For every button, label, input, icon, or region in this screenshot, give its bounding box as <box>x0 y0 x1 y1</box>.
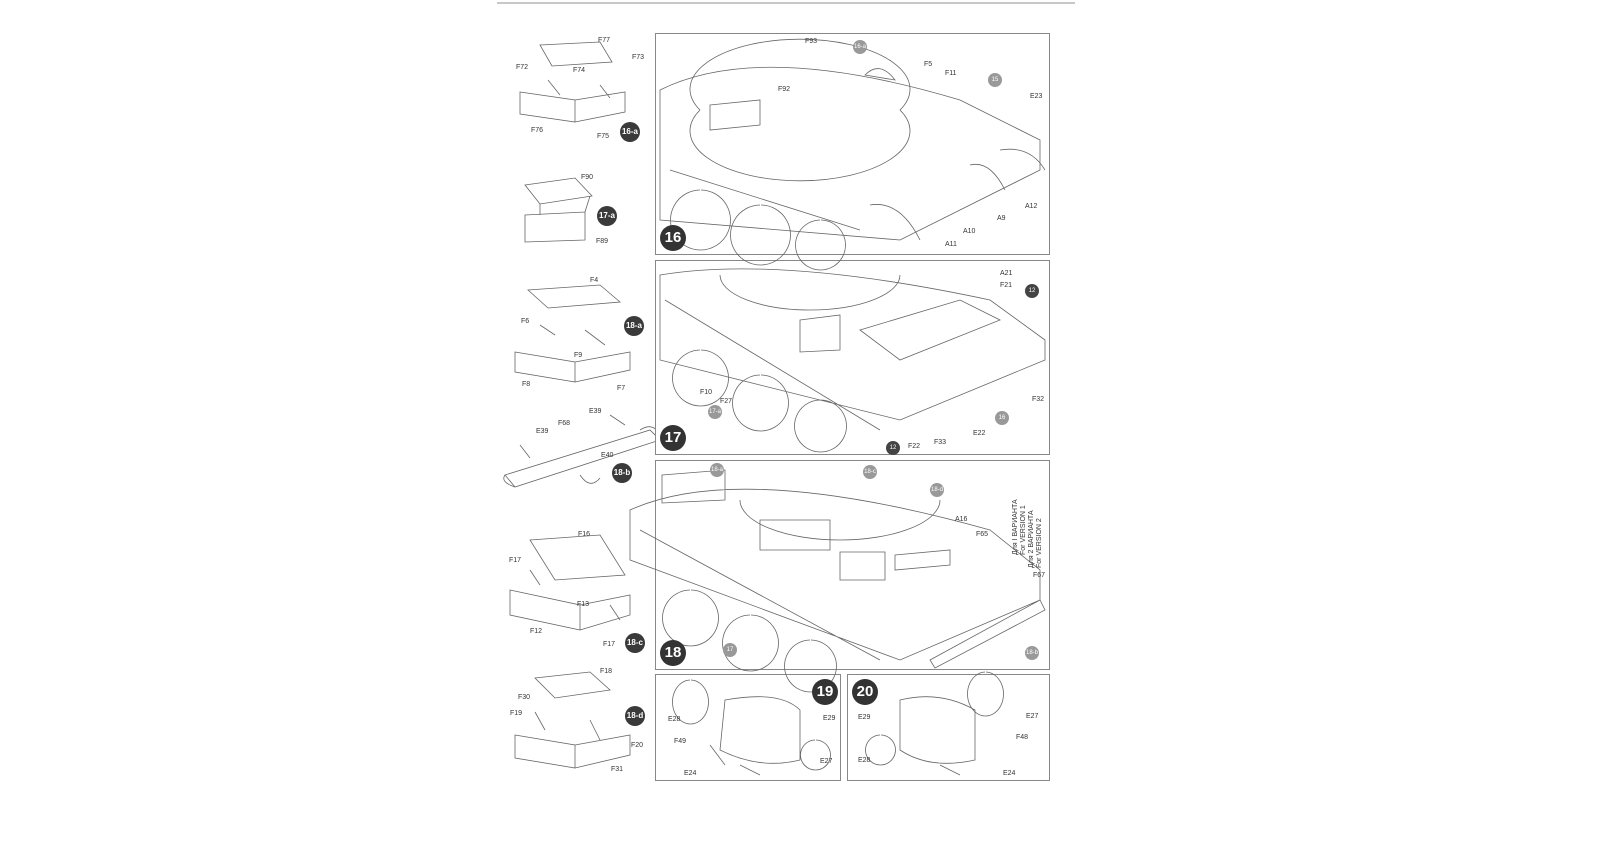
part-label: E29 <box>823 715 836 722</box>
part-label: F89 <box>596 238 609 245</box>
star-ref: 12 <box>1025 284 1039 298</box>
part-label: F27 <box>720 398 733 405</box>
part-label: F21 <box>1000 282 1013 289</box>
part-label: F20 <box>631 742 644 749</box>
version-1-label-ru: Для I ВАРИАНТА <box>1012 499 1019 555</box>
part-label: E24 <box>1003 770 1016 777</box>
part-label: F16 <box>578 531 591 538</box>
subassembly-ref: 18-c <box>863 465 877 479</box>
subassembly-ref: 18-b <box>1025 646 1039 660</box>
part-label: E39 <box>589 408 602 415</box>
part-label: F49 <box>674 738 687 745</box>
part-label: F31 <box>611 766 624 773</box>
part-label: E40 <box>601 452 614 459</box>
part-label: A16 <box>955 516 968 523</box>
part-label: E23 <box>1030 93 1043 100</box>
part-label: E27 <box>1026 713 1039 720</box>
part-label: F65 <box>976 531 989 538</box>
part-label: A10 <box>963 228 976 235</box>
step-17-panel <box>655 260 1050 455</box>
part-label: F22 <box>908 443 921 450</box>
part-label: E28 <box>858 757 871 764</box>
part-label: F19 <box>510 710 523 717</box>
page-top-edge <box>497 2 1075 4</box>
part-label: F5 <box>924 61 933 68</box>
step-number: 20 <box>852 679 878 705</box>
version-2-label-en: For VERSION 2 <box>1036 518 1043 568</box>
part-label: F93 <box>805 38 818 45</box>
part-label: A21 <box>1000 270 1013 277</box>
part-label: F48 <box>1016 734 1029 741</box>
subassembly-ref: 17-a <box>708 405 722 419</box>
part-label: F30 <box>518 694 531 701</box>
subassembly-ref: 18-d <box>930 483 944 497</box>
step-ref: 16 <box>995 411 1009 425</box>
part-label: F75 <box>597 133 610 140</box>
subassembly-ref: 16-a <box>853 40 867 54</box>
step-ref: 15 <box>988 73 1002 87</box>
part-label: F90 <box>581 174 594 181</box>
part-label: F12 <box>530 628 543 635</box>
version-2-label-ru: Для 2 ВАРИАНТА <box>1028 510 1035 568</box>
part-label: F72 <box>516 64 529 71</box>
part-label: A9 <box>997 215 1006 222</box>
version-1-label-en: For VERSION 1 <box>1020 505 1027 555</box>
step-16-panel <box>655 33 1050 255</box>
part-label: F11 <box>945 70 957 77</box>
part-label: F92 <box>778 86 791 93</box>
part-label: E24 <box>684 770 697 777</box>
step-ref: 17 <box>723 643 737 657</box>
part-label: F33 <box>934 439 947 446</box>
part-label: F6 <box>521 318 530 325</box>
part-label: F13 <box>577 601 590 608</box>
step-number: 19 <box>812 679 838 705</box>
subassembly-badge: 18-a <box>624 316 644 336</box>
part-label: F17 <box>603 641 616 648</box>
subassembly-badge: 18-c <box>625 633 645 653</box>
part-label: E39 <box>536 428 549 435</box>
step-number: 18 <box>660 640 686 666</box>
part-label: F73 <box>632 54 645 61</box>
subassembly-badge: 18-b <box>612 463 632 483</box>
part-label: E29 <box>858 714 871 721</box>
part-label: F9 <box>574 352 583 359</box>
subassembly-badge: 18-d <box>625 706 645 726</box>
subassembly-badge: 17-a <box>597 206 617 226</box>
part-label: F77 <box>598 37 611 44</box>
part-label: F4 <box>590 277 599 284</box>
part-label: F32 <box>1032 396 1045 403</box>
part-label: F18 <box>600 668 613 675</box>
part-label: F76 <box>531 127 544 134</box>
part-label: F74 <box>573 67 586 74</box>
part-label: E27 <box>820 758 833 765</box>
part-label: F10 <box>700 389 713 396</box>
part-label: F17 <box>509 557 522 564</box>
part-label: E28 <box>668 716 681 723</box>
part-label: A11 <box>945 241 957 248</box>
step-18-panel <box>655 460 1050 670</box>
part-label: F7 <box>617 385 626 392</box>
part-label: E22 <box>973 430 986 437</box>
part-label: F8 <box>522 381 531 388</box>
part-label: F67 <box>1033 572 1046 579</box>
subassembly-badge: 16-a <box>620 122 640 142</box>
part-label: F68 <box>558 420 571 427</box>
part-label: A12 <box>1025 203 1038 210</box>
step-number: 17 <box>660 425 686 451</box>
subassembly-ref: 18-a <box>710 463 724 477</box>
step-number: 16 <box>660 225 686 251</box>
star-ref: 12 <box>886 441 900 455</box>
